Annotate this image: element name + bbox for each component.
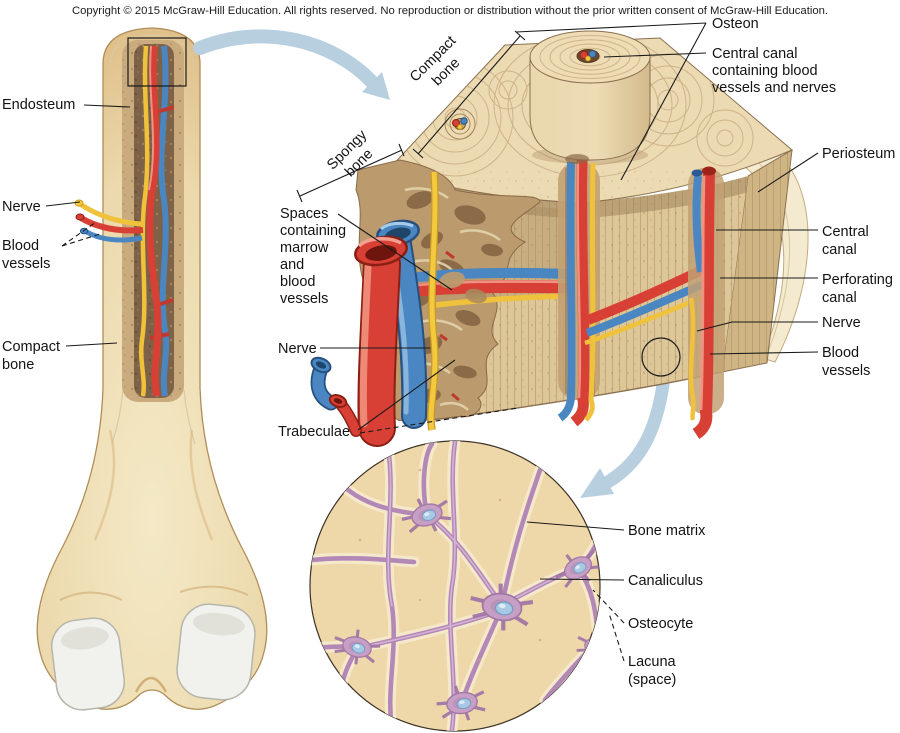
label-endosteum: Endosteum	[2, 97, 75, 113]
label-osteocyte: Osteocyte	[628, 616, 693, 632]
label-blood-vessels-left: Blood	[2, 238, 39, 254]
label-central-canal: canal	[822, 242, 857, 258]
label-spaces-containing: and	[280, 257, 304, 273]
copyright-text: Copyright © 2015 McGraw-Hill Education. …	[72, 5, 828, 17]
magnified-region-circle	[641, 337, 681, 377]
label-nerve-mid: Nerve	[278, 341, 317, 357]
nerve-cord	[428, 171, 438, 431]
label-lacuna: (space)	[628, 672, 676, 688]
osteon-cross-section	[444, 108, 476, 140]
central-canal-right	[688, 166, 724, 439]
label-perforating-canal: canal	[822, 290, 857, 306]
osteocyte-inset-illustration	[309, 440, 601, 732]
label-canaliculus: Canaliculus	[628, 573, 703, 589]
label-central-canal-containing: vessels and nerves	[712, 80, 836, 96]
condyle-right	[176, 603, 256, 701]
label-nerve-right: Nerve	[822, 315, 861, 331]
label-trabeculae: Trabeculae	[278, 424, 350, 440]
label-spaces-containing: containing	[280, 223, 346, 239]
label-blood-vessels-right: Blood	[822, 345, 859, 361]
label-central-canal: Central	[822, 224, 869, 240]
exiting-vessel-branch	[74, 199, 144, 243]
label-central-canal-containing: Central canal	[712, 46, 797, 62]
label-spaces-containing: blood	[280, 274, 315, 290]
label-osteon: Osteon	[712, 16, 759, 32]
label-compact-bone-left: bone	[2, 357, 34, 373]
zoom-region-box	[127, 37, 187, 87]
condyle-left	[50, 617, 126, 711]
femur-illustration	[36, 27, 268, 711]
label-bone-matrix: Bone matrix	[628, 523, 706, 539]
label-central-canal-containing: containing blood	[712, 63, 818, 79]
marrow-vessels	[139, 45, 174, 397]
label-nerve-left: Nerve	[2, 199, 41, 215]
large-blood-vessels	[310, 171, 439, 447]
label-spaces-containing: Spaces	[280, 206, 328, 222]
label-spaces-containing: vessels	[280, 291, 328, 307]
label-blood-vessels-right: vessels	[822, 363, 870, 379]
label-spaces-containing: marrow	[280, 240, 329, 256]
label-lacuna: Lacuna	[628, 654, 677, 670]
leader-lines	[45, 22, 819, 662]
zoom-arrow-middle	[580, 378, 670, 498]
central-canal-vertical	[557, 154, 600, 427]
label-periosteum: Periosteum	[822, 146, 895, 162]
label-blood-vessels-left: vessels	[2, 256, 50, 272]
zoom-arrow-top	[193, 29, 390, 100]
label-compact-bone-left: Compact	[2, 339, 60, 355]
osteon-cylinder	[529, 30, 651, 164]
bone-block-illustration	[310, 30, 809, 447]
label-perforating-canal: Perforating	[822, 272, 893, 288]
